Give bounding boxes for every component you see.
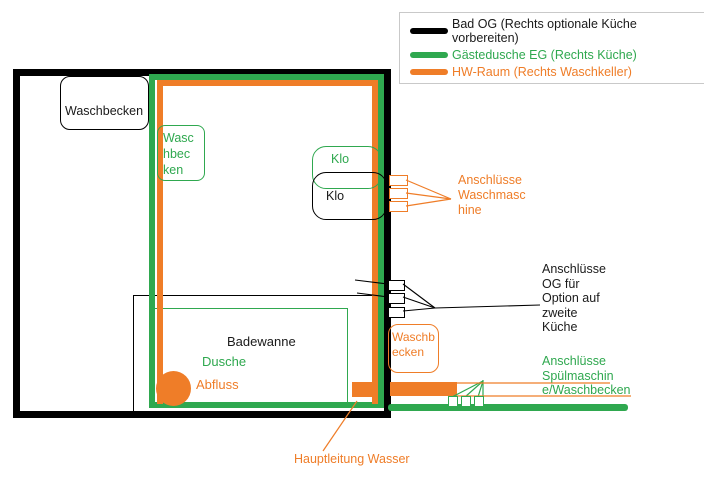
- waschbecken-box-hw: [388, 324, 439, 373]
- spuelmaschine-connector: [474, 396, 484, 407]
- legend-item-hw-raum: HW-Raum (Rechts Waschkeller): [400, 65, 704, 79]
- legend: Bad OG (Rechts optionale Küche vorbereit…: [399, 12, 704, 84]
- og-kueche-callout: Anschlüsse OG für Option auf zweite Küch…: [542, 262, 606, 334]
- waschmaschine-connector: [389, 188, 408, 199]
- legend-label: Bad OG (Rechts optionale Küche vorbereit…: [452, 16, 637, 45]
- abfluss-circle: [156, 371, 191, 406]
- klo-box-og: [312, 172, 387, 220]
- legend-swatch-green: [410, 51, 448, 58]
- og-kueche-connector: [388, 307, 405, 318]
- klo-og-label: Klo: [326, 189, 345, 203]
- room-outline-bad-og: [13, 69, 391, 418]
- room-outline-hw-raum: [157, 80, 378, 404]
- room-outline-gaestedusche-eg: [149, 74, 384, 408]
- spuelmaschine-callout: Anschlüsse Spülmaschin e/Waschbecken: [542, 354, 631, 397]
- spuelmaschine-connector: [461, 396, 471, 407]
- klo-box-eg: [312, 146, 382, 189]
- kueche-supply-line: [388, 404, 628, 411]
- waschbecken-box-og: [60, 76, 149, 130]
- og-kueche-connector: [388, 280, 405, 291]
- legend-label: Gästedusche EG (Rechts Küche): [452, 47, 637, 62]
- hauptleitung-pipe-outer: [390, 382, 457, 396]
- abfluss-label: Abfluss: [196, 377, 239, 392]
- waschmaschine-connector: [389, 201, 408, 212]
- legend-swatch-orange: [410, 69, 448, 76]
- waschmaschine-connector: [389, 175, 408, 186]
- legend-label: HW-Raum (Rechts Waschkeller): [452, 65, 632, 80]
- waschbecken-eg-label: Wasc hbec ken: [163, 131, 194, 177]
- waschbecken-box-eg: [157, 125, 205, 181]
- legend-item-gaestedusche-eg: Gästedusche EG (Rechts Küche): [400, 48, 704, 62]
- spuelmaschine-connector: [448, 396, 458, 407]
- waschbecken-hw-label: Waschb ecken: [392, 330, 435, 359]
- og-kueche-connector: [388, 293, 405, 304]
- legend-item-bad-og: Bad OG (Rechts optionale Küche vorbereit…: [400, 17, 704, 45]
- badewanne-label: Badewanne: [227, 334, 296, 349]
- legend-swatch-black: [410, 27, 448, 34]
- klo-eg-label: Klo: [331, 152, 350, 166]
- hauptleitung-pipe-inner: [352, 382, 378, 397]
- waschbecken-og-label: Waschbecken: [65, 104, 144, 118]
- waschmaschine-callout: Anschlüsse Waschmasc hine: [458, 173, 526, 217]
- dusche-label: Dusche: [202, 354, 247, 369]
- hauptleitung-callout: Hauptleitung Wasser: [294, 452, 410, 466]
